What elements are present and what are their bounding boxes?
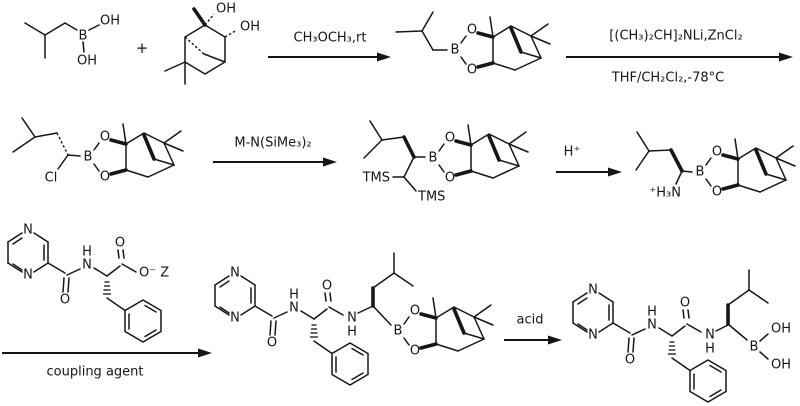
atom-label-ammonium: ⁺H₃N: [649, 186, 681, 201]
reagent-label-step6: acid: [517, 313, 544, 328]
reagent-label-step2-above: [(CH₃)₂CH]₂NLi,ZnCl₂: [609, 29, 742, 44]
atom-label-carboxylate-z: O⁻ Z: [139, 266, 169, 281]
reaction-arrow-step1: CH₃OCH₃,rt: [268, 31, 391, 62]
atom-label-tms: TMS: [362, 171, 390, 186]
molecule-ammonium-boronate: ⁺H₃N: [635, 131, 797, 202]
reagent-label-step5: coupling agent: [47, 365, 144, 380]
plus-sign: +: [136, 39, 149, 57]
reagent-label-step2-below: THF/CH₂Cl₂,-78°C: [611, 71, 724, 86]
reaction-arrow-step3: M-N(SiMe₃)₂: [213, 136, 337, 167]
atom-label-hydroxyl: OH: [240, 20, 260, 35]
reaction-arrow-step2: [(CH₃)₂CH]₂NLi,ZnCl₂ THF/CH₂Cl₂,-78°C: [566, 29, 793, 86]
atom-label-boron: B: [79, 29, 88, 44]
molecule-isobutylboronic-acid: B OH OH: [24, 14, 120, 69]
reagent-label-step4: H⁺: [564, 145, 581, 160]
atom-label-hydrogen: H: [705, 342, 715, 357]
molecule-bortezomib: N H B OH OH: [572, 269, 791, 403]
atom-label-nitrogen: N: [705, 328, 715, 343]
atom-label-hydroxyl: OH: [216, 2, 236, 17]
atom-label-hydroxyl: OH: [771, 358, 791, 373]
molecule-coupled-pinanediol-boronate: N H: [214, 252, 495, 386]
atom-label-hydrogen: H: [347, 325, 357, 340]
atom-label-hydroxyl: OH: [77, 54, 97, 69]
atom-label-hydroxyl: OH: [100, 14, 120, 29]
atom-label-hydroxyl: OH: [771, 322, 791, 337]
atom-label-boron: B: [750, 340, 759, 355]
atom-label-nitrogen: N: [347, 311, 357, 326]
molecule-pinanediol: OH OH: [164, 2, 260, 85]
reaction-arrow-step4: H⁺: [556, 145, 622, 177]
molecule-bis-tms-amino-boronate: TMS TMS: [362, 120, 530, 205]
reaction-arrow-step6: acid: [504, 313, 562, 345]
atom-label-tms: TMS: [417, 190, 445, 205]
reagent-label-step1: CH₃OCH₃,rt: [294, 31, 367, 46]
atom-label-chloride: Cl: [45, 171, 58, 186]
molecule-pyrazinoyl-phenylalanine-carboxylate: O⁻ Z: [7, 221, 169, 343]
molecule-isobutyl-pinanediol-boronate: [395, 11, 552, 80]
molecule-chloro-boronate: Cl: [12, 117, 185, 187]
reaction-arrow-step5: coupling agent: [2, 348, 212, 380]
reagent-label-step3: M-N(SiMe₃)₂: [234, 136, 311, 151]
